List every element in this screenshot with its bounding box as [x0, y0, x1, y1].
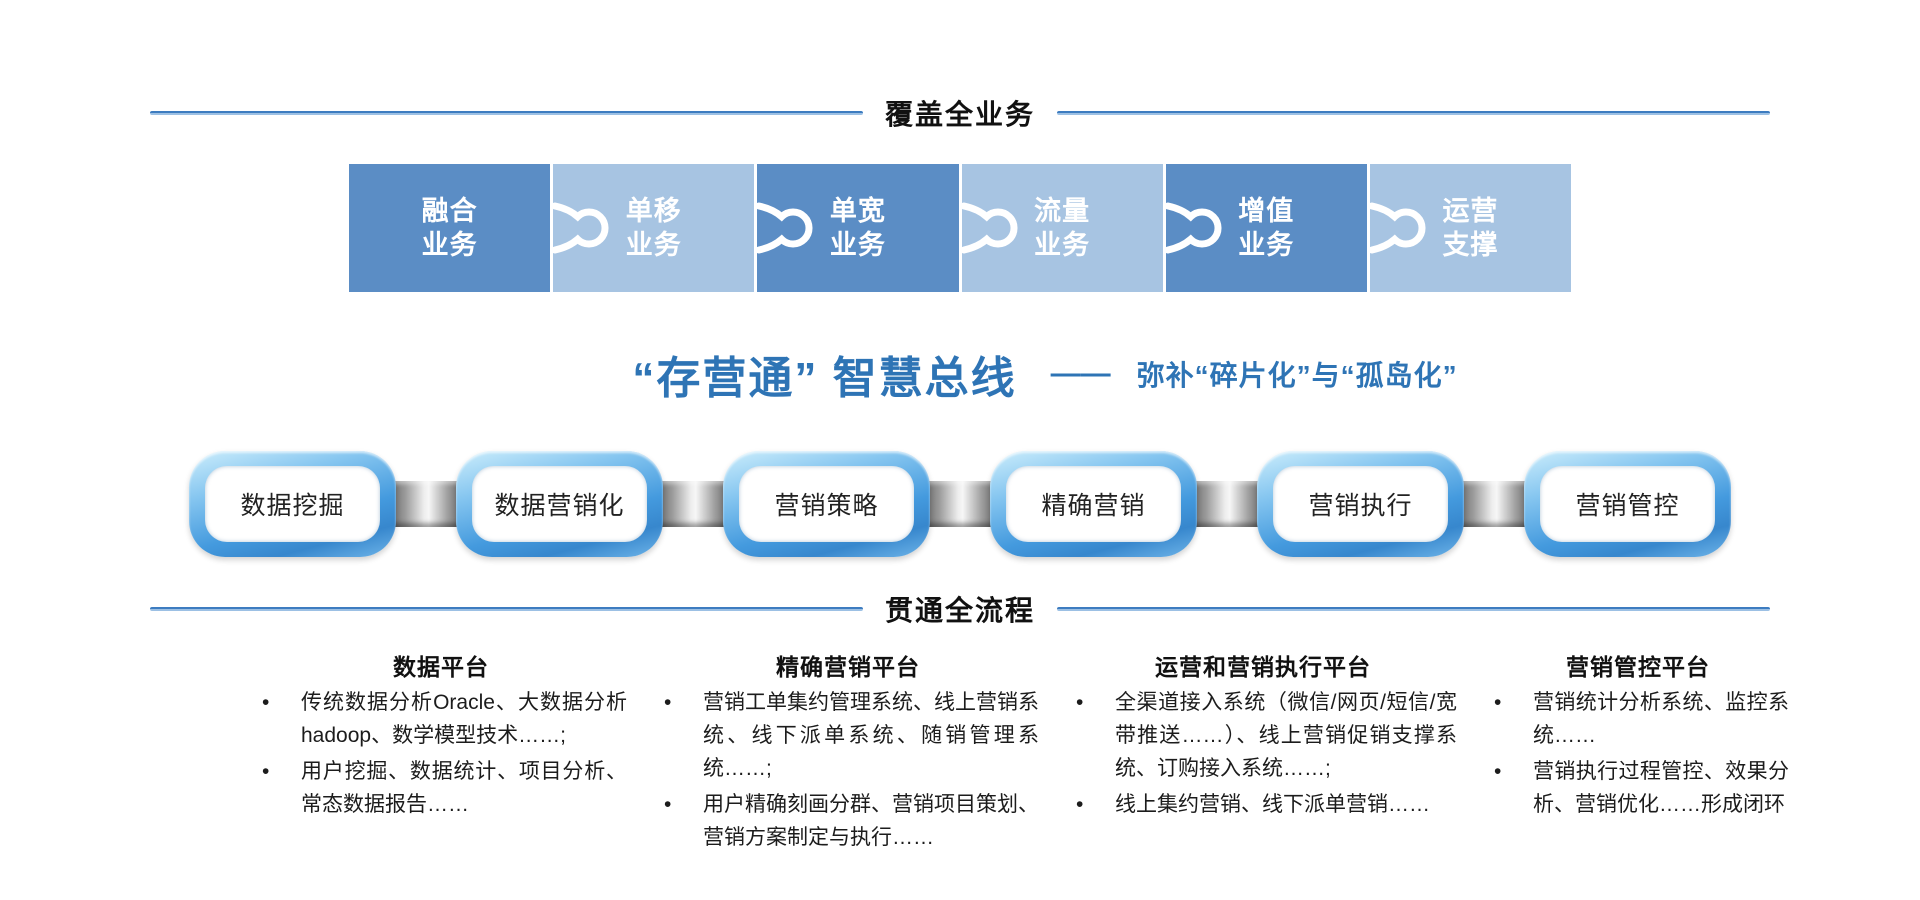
puzzle-piece-label: 运营 支撑: [1442, 196, 1499, 260]
chain-link-face: 营销策略: [739, 466, 914, 542]
puzzle-piece-label: 单移 业务: [625, 196, 682, 260]
platform-bullet: 营销统计分析系统、监控系统……: [1487, 686, 1789, 752]
platform-bullet: 传统数据分析Oracle、大数据分析hadoop、数学模型技术……;: [255, 686, 627, 752]
chain-link-label: 数据挖掘: [240, 492, 345, 520]
bus-title-dash: ——: [1050, 357, 1111, 390]
platform-bullet: 营销工单集约管理系统、线上营销系统、线下派单系统、随销管理系统……;: [657, 686, 1039, 785]
chain-link-label: 营销策略: [774, 492, 879, 520]
chain-link-data-marketization: 数据营销化: [456, 451, 663, 557]
bus-subtitle: 弥补“碎片化”与“孤岛化”: [1136, 360, 1458, 391]
platform-column-operation-execution: 运营和营销执行平台 全渠道接入系统（微信/网页/短信/宽带推送……）、线上营销促…: [1069, 652, 1457, 857]
coverage-section-title: 覆盖全业务: [885, 99, 1036, 130]
platform-column-marketing-control: 营销管控平台 营销统计分析系统、监控系统…… 营销执行过程管控、效果分析、营销优…: [1487, 652, 1789, 857]
chain-link-marketing-control: 营销管控: [1524, 451, 1731, 557]
process-section-title: 贯通全流程: [885, 595, 1036, 626]
chain-link-label: 精确营销: [1041, 492, 1146, 520]
puzzle-piece-label: 融合 业务: [421, 196, 478, 260]
chain-link-face: 数据营销化: [472, 466, 647, 542]
platform-bullet-list: 营销统计分析系统、监控系统…… 营销执行过程管控、效果分析、营销优化……形成闭环: [1487, 686, 1789, 821]
puzzle-piece-broadband-only: 单宽 业务: [757, 164, 959, 292]
platform-bullet: 全渠道接入系统（微信/网页/短信/宽带推送……）、线上营销促销支撑系统、订购接入…: [1069, 686, 1457, 785]
chain-link-face: 精确营销: [1006, 466, 1181, 542]
platform-column-title: 数据平台: [393, 654, 489, 680]
bus-main-title: “存营通” 智慧总线: [632, 354, 1017, 403]
puzzle-piece-mobile-only: 单移 业务: [553, 164, 755, 292]
platform-columns: 数据平台 传统数据分析Oracle、大数据分析hadoop、数学模型技术……; …: [255, 652, 1789, 857]
platform-column-title: 精确营销平台: [776, 654, 920, 680]
puzzle-socket-icon: [757, 202, 813, 254]
chain-link-label: 营销执行: [1308, 492, 1413, 520]
chain-link-label: 数据营销化: [494, 492, 625, 520]
bus-title-row: “存营通” 智慧总线 —— 弥补“碎片化”与“孤岛化”: [85, 346, 1920, 403]
puzzle-socket-icon: [961, 202, 1017, 254]
platform-column-data: 数据平台 传统数据分析Oracle、大数据分析hadoop、数学模型技术……; …: [255, 652, 627, 857]
puzzle-piece-label: 增值 业务: [1238, 196, 1295, 260]
divider-line-right: [1057, 111, 1771, 115]
puzzle-socket-icon: [553, 202, 609, 254]
platform-column-title: 运营和营销执行平台: [1155, 654, 1371, 680]
puzzle-socket-icon: [1369, 202, 1426, 254]
chain-link-precision-marketing: 精确营销: [990, 451, 1197, 557]
platform-bullet-list: 传统数据分析Oracle、大数据分析hadoop、数学模型技术……; 用户挖掘、…: [255, 686, 627, 821]
platform-bullet: 用户精确刻画分群、营销项目策划、营销方案制定与执行……: [657, 788, 1039, 854]
process-chain-row: 数据挖掘 数据营销化 营销策略 精确营销 营销执行: [0, 450, 1920, 558]
puzzle-socket-icon: [1165, 202, 1222, 254]
puzzle-piece-label: 单宽 业务: [829, 196, 886, 260]
platform-bullet-list: 全渠道接入系统（微信/网页/短信/宽带推送……）、线上营销促销支撑系统、订购接入…: [1069, 686, 1457, 821]
platform-bullet: 线上集约营销、线下派单营销……: [1069, 788, 1457, 821]
platform-bullet: 用户挖掘、数据统计、项目分析、常态数据报告……: [255, 755, 627, 821]
chain-link-marketing-strategy: 营销策略: [723, 451, 930, 557]
platform-column-title: 营销管控平台: [1566, 654, 1710, 680]
puzzle-piece-value-added: 增值 业务: [1165, 164, 1367, 292]
platform-bullet: 营销执行过程管控、效果分析、营销优化……形成闭环: [1487, 755, 1789, 821]
chain-link-data-mining: 数据挖掘: [189, 451, 396, 557]
chain-link-face: 营销执行: [1273, 466, 1448, 542]
chain-link-face: 营销管控: [1540, 466, 1715, 542]
chain-link-face: 数据挖掘: [205, 466, 380, 542]
section-divider-process: 贯通全流程: [150, 592, 1771, 626]
divider-line-left: [150, 607, 863, 611]
platform-column-precision-marketing: 精确营销平台 营销工单集约管理系统、线上营销系统、线下派单系统、随销管理系统………: [657, 652, 1039, 857]
business-puzzle-row: 融合 业务 单移 业务 单宽 业务 流量 业务 增值 业务: [349, 164, 1572, 292]
puzzle-piece-operation-support: 运营 支撑: [1369, 164, 1572, 292]
puzzle-piece-label: 流量 业务: [1034, 196, 1091, 260]
chain-link-marketing-execution: 营销执行: [1257, 451, 1464, 557]
chain-link-label: 营销管控: [1575, 492, 1680, 520]
platform-bullet-list: 营销工单集约管理系统、线上营销系统、线下派单系统、随销管理系统……; 用户精确刻…: [657, 686, 1039, 854]
divider-line-left: [150, 111, 863, 115]
divider-line-right: [1057, 607, 1771, 611]
puzzle-piece-traffic: 流量 业务: [961, 164, 1163, 292]
puzzle-piece-converged: 融合 业务: [349, 164, 551, 292]
section-divider-coverage: 覆盖全业务: [150, 0, 1771, 130]
